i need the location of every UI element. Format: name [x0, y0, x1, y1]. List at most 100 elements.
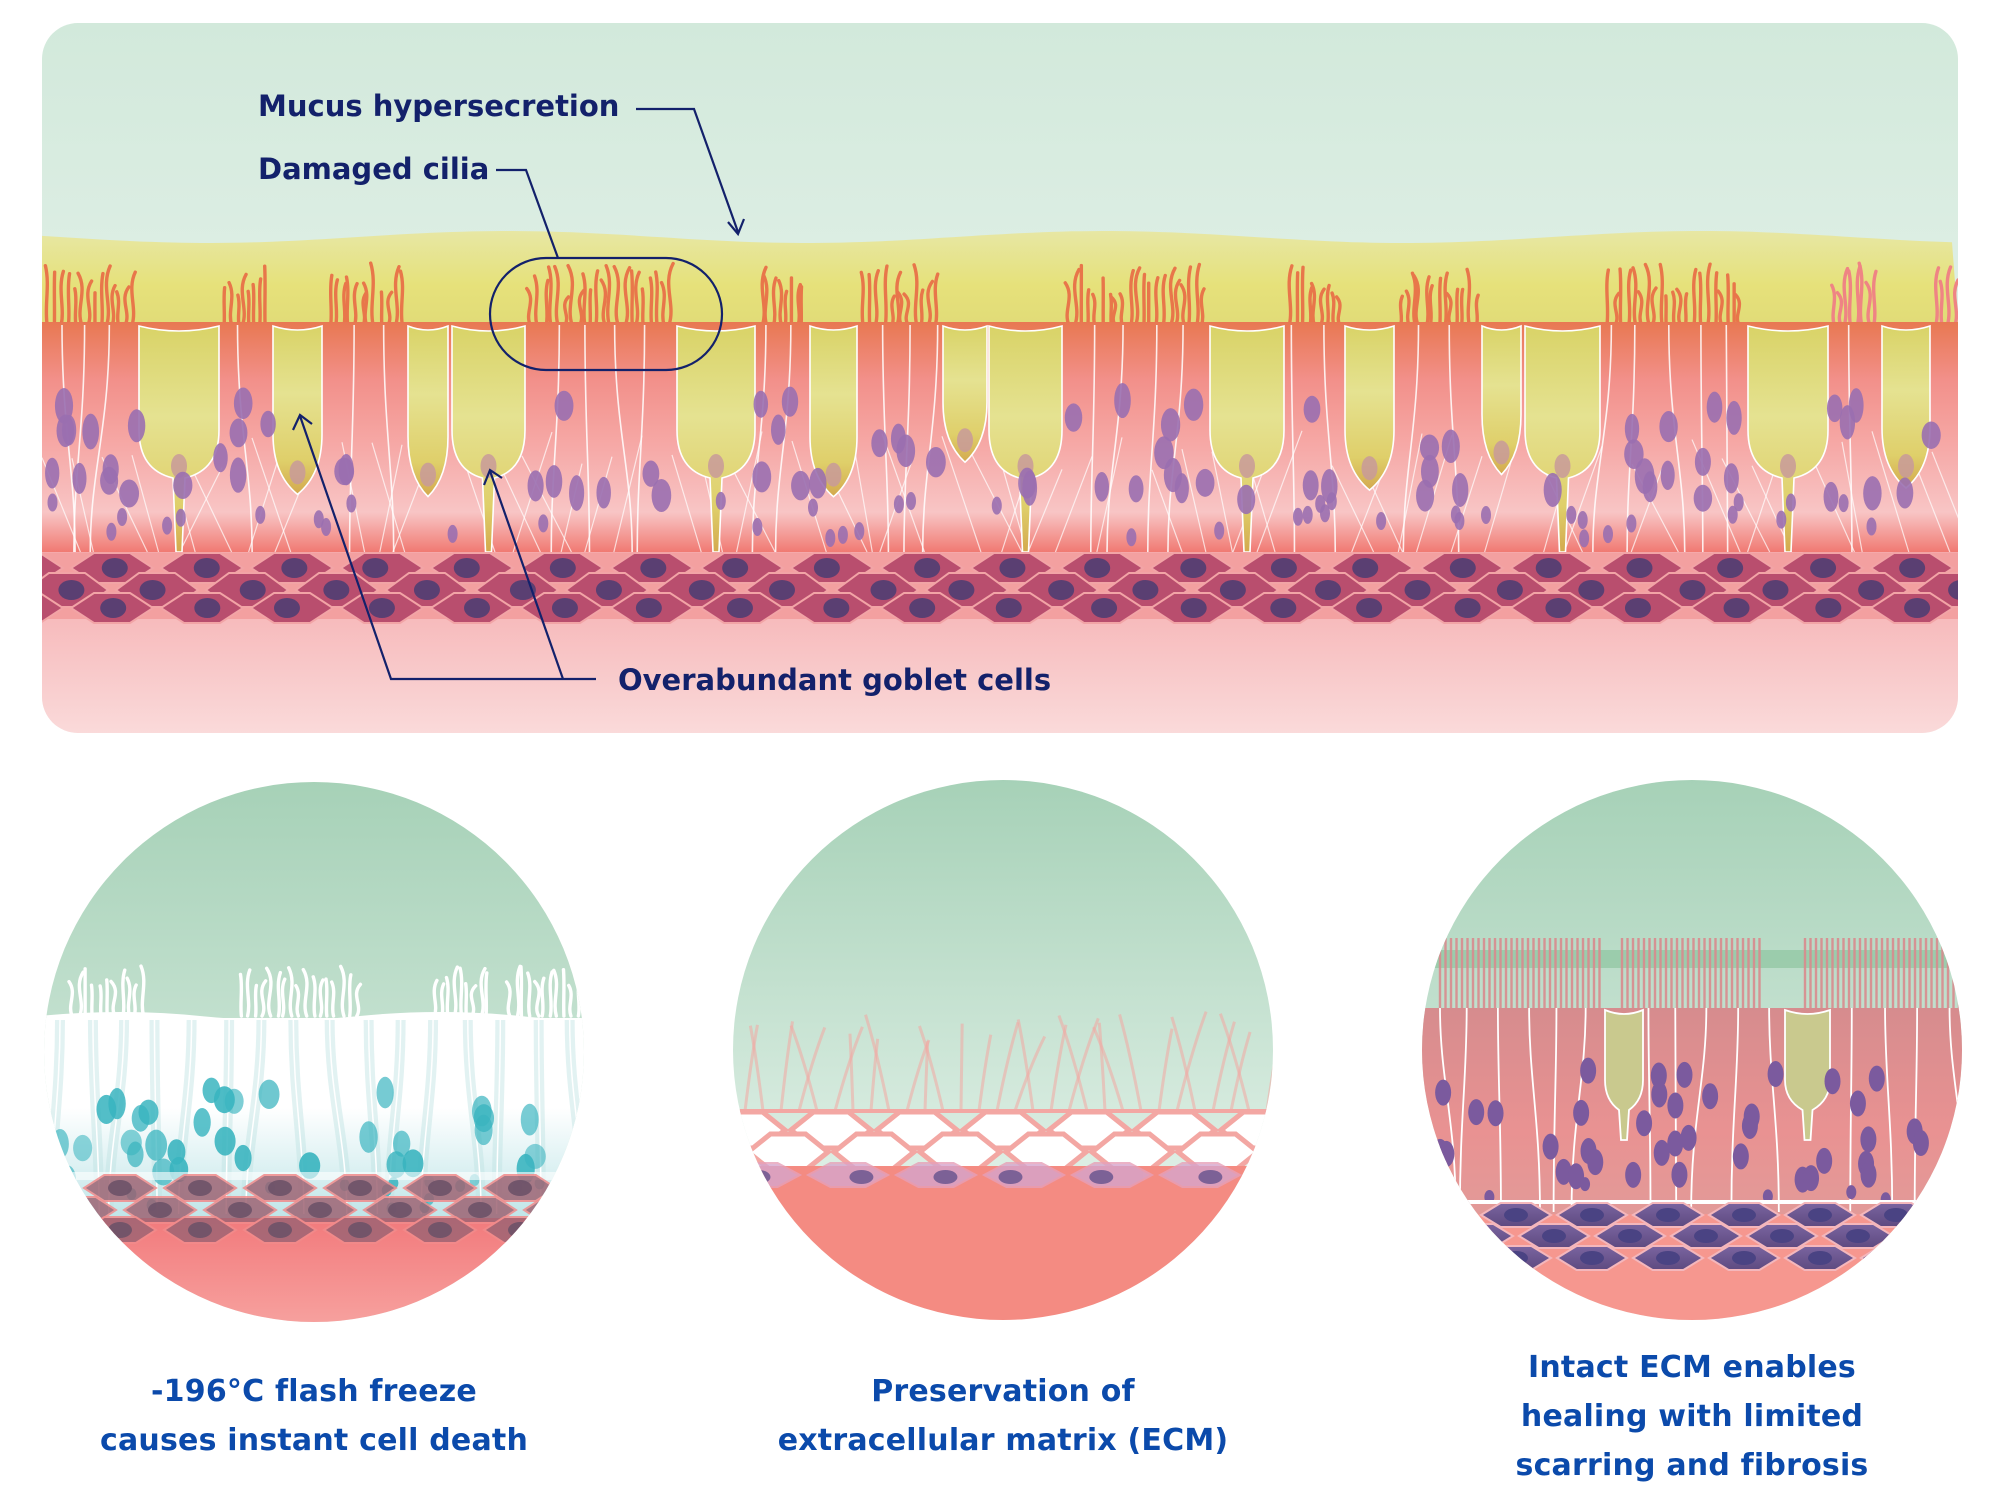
cell-boundary	[248, 447, 283, 553]
cell-boundary	[1847, 324, 1853, 553]
cell-nucleus	[1302, 470, 1319, 501]
cilium	[1129, 268, 1135, 327]
label-overabundant-goblet-cells: Overabundant goblet cells	[618, 663, 1051, 697]
cell-nucleus	[1128, 475, 1144, 503]
healing-basal-cell	[1422, 1202, 1477, 1228]
basal-nucleus	[948, 580, 975, 600]
basal-nucleus	[100, 598, 127, 618]
cilium	[1300, 265, 1305, 327]
basal-nucleus	[1762, 580, 1789, 600]
cell-nucleus	[1785, 493, 1796, 512]
caption-line: Intact ECM enables	[1528, 1350, 1856, 1385]
basal-nucleus	[551, 598, 578, 618]
ecm-fiber	[869, 1038, 880, 1112]
healing-basal-nucleus	[1656, 1251, 1680, 1265]
cilium	[1308, 286, 1314, 327]
healing-basal-nucleus	[1656, 1208, 1680, 1222]
cilium	[1650, 286, 1658, 327]
goblet-cells-group	[138, 324, 1931, 553]
basal-nucleus	[726, 598, 753, 618]
cell-nucleus	[127, 409, 146, 443]
cell-boundary	[179, 467, 223, 553]
healing-basal-nucleus	[1694, 1229, 1718, 1243]
cell-boundary	[735, 431, 763, 553]
cilium	[1086, 288, 1091, 327]
cell-nucleus	[825, 529, 836, 547]
cilium	[240, 272, 248, 327]
healing-nucleus	[1671, 1161, 1688, 1188]
healing-nucleus	[1767, 1061, 1784, 1088]
basal-nucleus	[1899, 558, 1926, 578]
basal-nucleus	[193, 558, 220, 578]
goblet-cell	[676, 324, 756, 553]
cilium	[553, 264, 560, 327]
epithelial-nuclei-group	[45, 382, 1941, 548]
basal-nucleus	[688, 580, 715, 600]
healing-nucleus	[1653, 1139, 1670, 1166]
healing-nucleus	[1650, 1062, 1667, 1089]
healing-nucleus	[1824, 1068, 1841, 1095]
healing-nucleus	[1468, 1099, 1485, 1126]
basal-nucleus	[1219, 580, 1246, 600]
frozen-cilium	[311, 975, 317, 1018]
cell-boundary	[73, 324, 86, 553]
basal-nucleus	[273, 598, 300, 618]
basal-nucleus	[101, 558, 128, 578]
cilium	[1455, 287, 1460, 327]
cell-nucleus	[229, 418, 248, 448]
healing-cell-boundary	[1884, 1007, 1894, 1213]
cell-boundary	[881, 433, 926, 553]
basal-nucleus	[1270, 558, 1297, 578]
goblet-cell	[272, 324, 323, 496]
cell-boundary	[1931, 451, 1958, 553]
frozen-basal-nucleus	[428, 1180, 452, 1196]
basal-nucleus	[194, 598, 221, 618]
goblet-cell	[138, 324, 220, 553]
frozen-nucleus	[376, 1076, 394, 1109]
annotations	[292, 107, 746, 681]
cilium	[594, 269, 600, 327]
healing-nucleus	[1438, 1140, 1455, 1167]
cilium	[659, 280, 666, 327]
cilium	[761, 273, 769, 327]
cell-boundary	[1668, 324, 1686, 553]
frozen-cilium	[139, 964, 146, 1018]
cell-nucleus	[1302, 505, 1313, 524]
cilium	[1938, 279, 1944, 327]
cilium	[1474, 293, 1480, 327]
healing-nucleus	[1651, 1081, 1668, 1108]
frozen-cilium	[347, 973, 353, 1018]
cell-nucleus	[569, 475, 585, 511]
basal-nucleus	[640, 558, 667, 578]
cell-boundary	[521, 455, 572, 553]
cell-boundary	[191, 468, 233, 553]
cilium	[1465, 267, 1472, 327]
frozen-nucleus	[61, 1179, 72, 1192]
faded-basal-nucleus	[746, 1170, 771, 1184]
basal-nucleus	[1717, 558, 1744, 578]
frozen-nucleus	[234, 1144, 252, 1172]
healing-basal-nucleus	[1884, 1208, 1908, 1222]
basal-nucleus	[909, 598, 936, 618]
frozen-nucleus	[59, 1165, 77, 1195]
cilium	[648, 276, 654, 327]
cell-boundary	[636, 324, 646, 553]
basal-cell	[42, 552, 65, 584]
healing-goblet-cell	[1604, 1008, 1644, 1141]
damaged-cilia-highlight	[488, 256, 724, 372]
cilium	[919, 288, 925, 327]
cell-nucleus	[1419, 434, 1440, 461]
cell-nucleus	[1659, 411, 1678, 443]
cell-nucleus	[54, 387, 74, 424]
basal-nucleus	[722, 558, 749, 578]
basal-nucleus	[1815, 598, 1842, 618]
frozen-nucleus	[138, 1099, 159, 1125]
cell-nucleus	[1579, 529, 1590, 548]
frozen-basal-nucleus	[348, 1180, 372, 1196]
cilium	[890, 294, 896, 327]
basal-nucleus	[1084, 558, 1111, 578]
frozen-basal-nucleus	[308, 1202, 332, 1218]
goblet-cell	[942, 324, 988, 464]
healing-nucleus	[1435, 1079, 1452, 1106]
cell-boundary	[1256, 430, 1303, 553]
